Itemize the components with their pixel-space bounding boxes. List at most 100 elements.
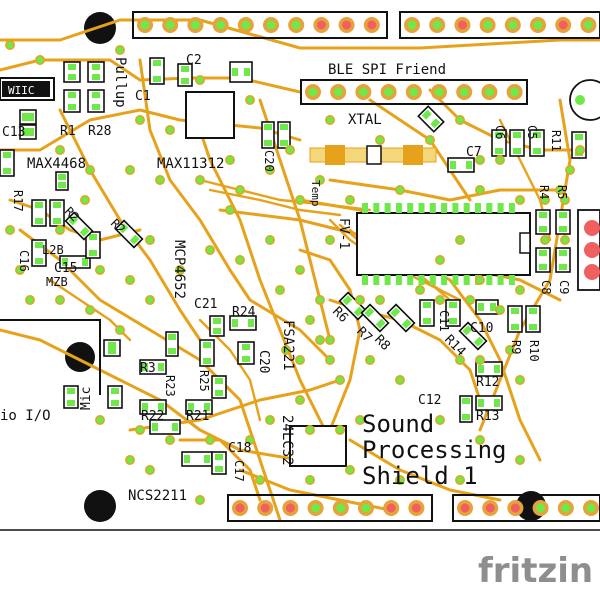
ic-pin (508, 275, 515, 285)
component-pad (559, 212, 567, 218)
component-pad (181, 78, 189, 84)
via (5, 225, 15, 235)
pad-center (561, 503, 571, 513)
via (125, 455, 135, 465)
via (395, 375, 405, 385)
l3-label: MZB (46, 275, 68, 289)
component-pad (495, 148, 503, 154)
via (365, 355, 375, 365)
component (64, 211, 94, 241)
max11312-chip (185, 91, 235, 139)
component-pad (184, 455, 190, 463)
component (277, 121, 291, 149)
via (295, 355, 305, 365)
r11-label: R11 (549, 130, 563, 152)
pad-center (235, 503, 245, 513)
via (395, 185, 405, 195)
via (305, 315, 315, 325)
component-pad (58, 182, 66, 188)
component-pad (62, 258, 68, 266)
eeprom-label: 24LC32 (279, 415, 295, 466)
pad-center (291, 20, 301, 30)
component-pad (35, 202, 43, 208)
pad-center (336, 503, 346, 513)
r23-label: R23 (163, 375, 177, 397)
via (225, 205, 235, 215)
component-pad (511, 324, 519, 330)
component (55, 171, 69, 191)
via (285, 145, 295, 155)
via (315, 295, 325, 305)
component-pad (478, 303, 484, 311)
component (535, 247, 551, 273)
via (325, 115, 335, 125)
r5-label: R5 (555, 185, 569, 199)
component-pad (79, 226, 90, 237)
ic-pin (497, 203, 504, 213)
pad-center (485, 503, 495, 513)
component (507, 305, 523, 333)
via (245, 95, 255, 105)
component-pad (22, 113, 28, 121)
pad-center (411, 503, 421, 513)
ic-pin (475, 203, 481, 213)
component-pad (401, 318, 412, 329)
c15-label: C15 (54, 261, 77, 276)
c12-label: C12 (418, 393, 441, 408)
component-pad (280, 124, 288, 130)
c13-label: C13 (2, 125, 25, 140)
component-pad (213, 318, 221, 324)
component (139, 359, 167, 375)
c20-label: C20 (256, 350, 271, 373)
via (195, 175, 205, 185)
component-pad (462, 325, 473, 336)
component-pad (264, 124, 272, 130)
component-pad (28, 128, 34, 136)
component-pad (158, 403, 164, 411)
component-pad (215, 466, 223, 472)
title-line-2: Processing (362, 436, 507, 464)
pad-center (241, 20, 251, 30)
ic-pin (407, 275, 414, 285)
component (445, 299, 461, 327)
via (575, 145, 585, 155)
component-pad (450, 161, 456, 169)
c5-label: C5 (525, 125, 539, 139)
max11312-label: MAX11312 (157, 156, 224, 172)
component (475, 361, 503, 377)
c8-label: C8 (539, 280, 553, 294)
via (275, 285, 285, 295)
via (565, 165, 575, 175)
component-pad (559, 226, 567, 232)
component (211, 451, 227, 475)
r24-label: R24 (232, 305, 256, 320)
electrolytic-cap (569, 79, 600, 121)
component-pad (575, 134, 583, 140)
ic-pin (384, 203, 391, 213)
component-pad (478, 365, 484, 373)
component (165, 331, 179, 357)
r12-label: R12 (476, 375, 499, 390)
ic-pin (452, 275, 459, 285)
pad-center (459, 87, 469, 97)
c1-label: C1 (135, 89, 151, 104)
via (295, 265, 305, 275)
component-pad (342, 295, 353, 306)
component-pad (364, 307, 375, 318)
pad-center (285, 503, 295, 513)
via (455, 355, 465, 365)
via (315, 335, 325, 345)
pad-center (407, 20, 417, 30)
via (85, 305, 95, 315)
pad-center (586, 503, 596, 513)
component-pad (423, 318, 431, 324)
audio-label: io I/O (0, 408, 51, 424)
component-pad (559, 250, 567, 256)
ic-pin (395, 203, 402, 213)
component-pad (3, 152, 11, 158)
component (419, 299, 435, 327)
title-line-1: Sound (362, 410, 434, 438)
component-pad (511, 308, 519, 314)
via (55, 225, 65, 235)
